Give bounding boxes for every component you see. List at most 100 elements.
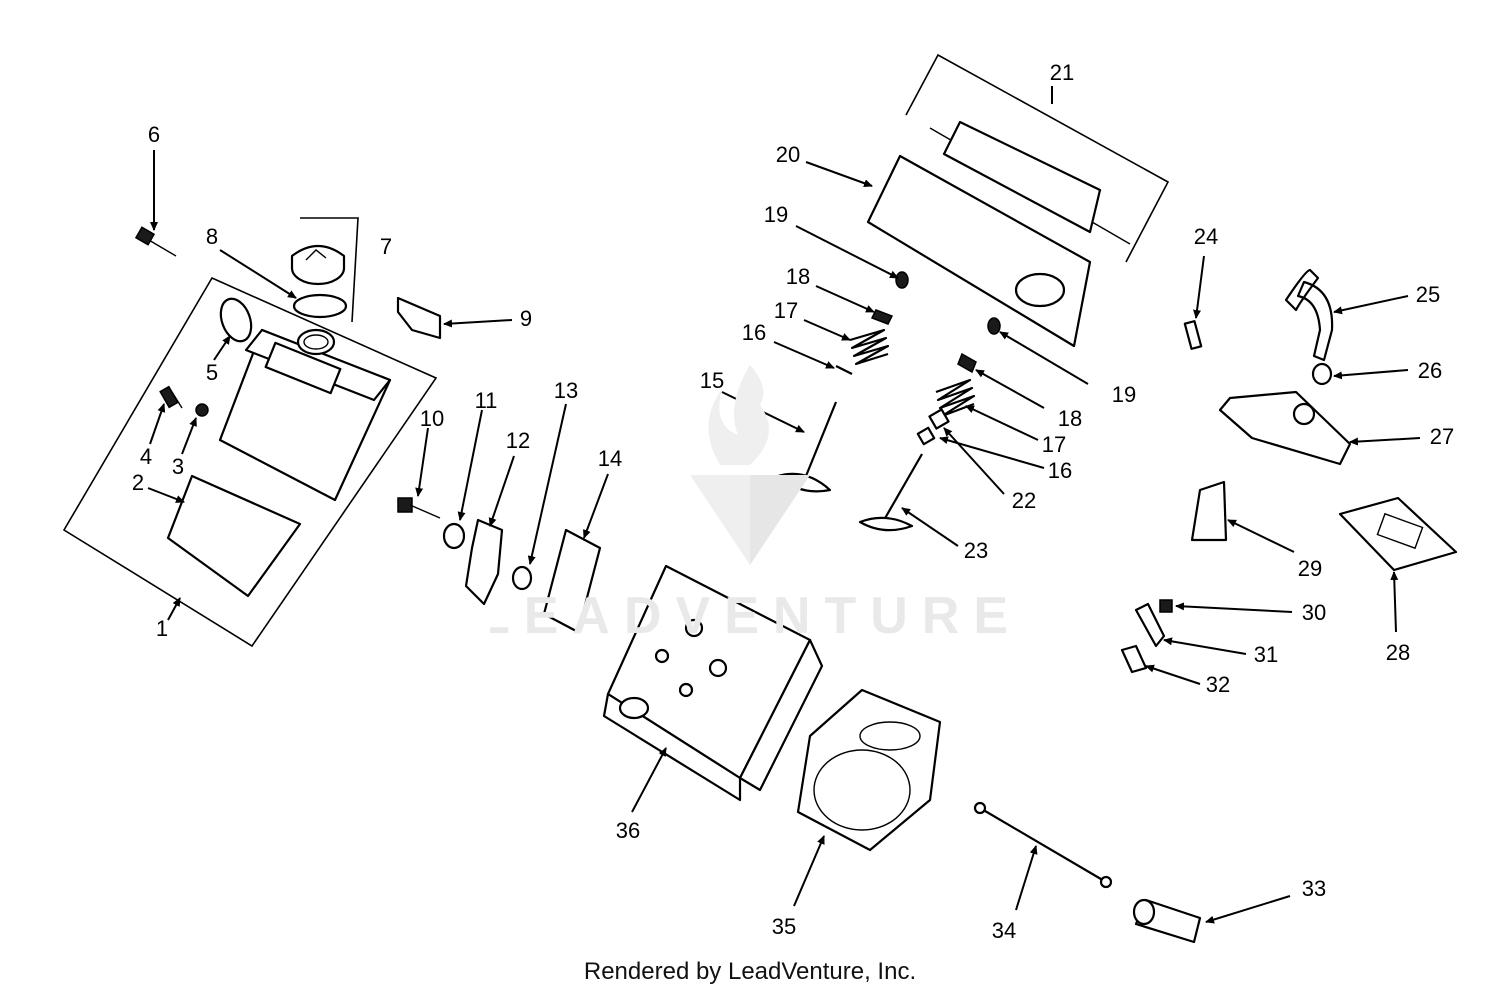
leader-18b xyxy=(975,369,1045,409)
leader-22 xyxy=(943,427,1005,495)
pivot-32 xyxy=(1120,644,1148,674)
leader-16b xyxy=(939,436,1045,469)
kit-frame-1 xyxy=(62,276,438,648)
callout-31: 31 xyxy=(1254,642,1278,667)
spacer-11 xyxy=(442,522,466,550)
callout-32: 32 xyxy=(1206,672,1230,697)
push-rod-34 xyxy=(973,801,1113,889)
leader-31 xyxy=(1163,637,1247,655)
keeper-19a xyxy=(895,271,909,289)
callout-30: 30 xyxy=(1302,600,1326,625)
callout-6: 6 xyxy=(148,122,160,147)
bolt-6 xyxy=(134,226,177,257)
leader-1 xyxy=(167,597,181,621)
callout-33: 33 xyxy=(1302,876,1326,901)
valve-cover-1 xyxy=(218,328,392,502)
callout-1: 1 xyxy=(156,616,168,641)
leader-10 xyxy=(415,427,429,497)
leader-15 xyxy=(721,391,805,433)
leader-9 xyxy=(443,319,513,328)
spring-17b xyxy=(935,378,976,418)
leader-23 xyxy=(901,507,959,547)
kit-frame-7 xyxy=(300,217,359,323)
callout-34: 34 xyxy=(992,918,1016,943)
callout-9: 9 xyxy=(520,306,532,331)
breather-tube-25 xyxy=(1284,268,1334,362)
retainer-18a xyxy=(870,309,894,325)
callout-36: 36 xyxy=(616,818,640,843)
callout-20: 20 xyxy=(776,142,800,167)
leader-17b xyxy=(965,405,1039,441)
leader-27 xyxy=(1349,437,1421,446)
callout-17b: 17 xyxy=(1042,432,1066,457)
leader-3 xyxy=(181,417,197,455)
leader-17a xyxy=(803,319,851,341)
rocker-arm-31 xyxy=(1134,602,1166,648)
leader-24 xyxy=(1193,255,1205,319)
callout-24: 24 xyxy=(1194,224,1218,249)
callout-17a: 17 xyxy=(774,298,798,323)
callout-18b: 18 xyxy=(1058,406,1082,431)
leader-33 xyxy=(1205,895,1291,924)
leader-25 xyxy=(1333,295,1409,315)
leader-8 xyxy=(219,249,297,299)
leader-18a xyxy=(815,285,875,313)
tappet-33 xyxy=(1132,898,1202,944)
callout-23: 23 xyxy=(964,538,988,563)
washer-13 xyxy=(511,565,533,591)
leader-34 xyxy=(1015,845,1038,911)
leader-13 xyxy=(527,403,567,565)
callout-27: 27 xyxy=(1430,424,1454,449)
head-assembly-20 xyxy=(866,120,1131,348)
callout-19b: 19 xyxy=(1112,382,1136,407)
bracket-9 xyxy=(396,296,442,340)
callout-3: 3 xyxy=(172,454,184,479)
gasket-2 xyxy=(166,474,302,598)
callout-29: 29 xyxy=(1298,556,1322,581)
leader-29 xyxy=(1227,519,1295,553)
leader-32 xyxy=(1145,664,1201,685)
leader-26 xyxy=(1333,369,1409,380)
leader-36 xyxy=(631,747,667,813)
cap-22 xyxy=(928,408,950,430)
cylinder-head-36 xyxy=(602,564,824,802)
leader-16a xyxy=(773,341,835,369)
callout-labels: 1 2 3 4 5 6 7 8 9 10 11 12 13 14 15 16 1… xyxy=(132,60,1454,943)
kit-frame-21 xyxy=(905,53,1170,263)
leader-19b xyxy=(999,331,1089,385)
stud-24 xyxy=(1183,320,1203,350)
callout-35: 35 xyxy=(772,914,796,939)
callout-18a: 18 xyxy=(786,264,810,289)
callout-8: 8 xyxy=(206,224,218,249)
bolt-10 xyxy=(397,497,441,519)
clamp-26 xyxy=(1311,362,1333,386)
callout-16a: 16 xyxy=(742,320,766,345)
callout-12: 12 xyxy=(506,428,530,453)
leader-4 xyxy=(149,403,166,445)
spring-17a xyxy=(849,328,890,366)
callout-2: 2 xyxy=(132,470,144,495)
footer-credit: Rendered by LeadVenture, Inc. xyxy=(583,958,917,985)
callout-26: 26 xyxy=(1418,358,1442,383)
leader-5 xyxy=(213,335,231,361)
nut-3 xyxy=(195,403,209,417)
leader-30 xyxy=(1175,602,1293,613)
valve-23 xyxy=(858,453,923,532)
baffle-29 xyxy=(1190,480,1228,542)
callout-16b: 16 xyxy=(1048,458,1072,483)
rocker-plate-12 xyxy=(464,518,504,606)
bolt-4 xyxy=(159,385,183,409)
callout-25: 25 xyxy=(1416,282,1440,307)
callout-11: 11 xyxy=(475,388,498,413)
leader-lines xyxy=(147,86,1421,924)
keeper-19b xyxy=(987,317,1001,335)
callout-10: 10 xyxy=(420,406,444,431)
seal-16a xyxy=(835,365,853,375)
gasket-plate-28 xyxy=(1338,496,1458,572)
leader-19a xyxy=(795,225,899,279)
callout-4: 4 xyxy=(140,444,152,469)
leader-11 xyxy=(457,409,483,521)
o-ring-8 xyxy=(292,293,348,319)
callout-14: 14 xyxy=(598,446,622,471)
